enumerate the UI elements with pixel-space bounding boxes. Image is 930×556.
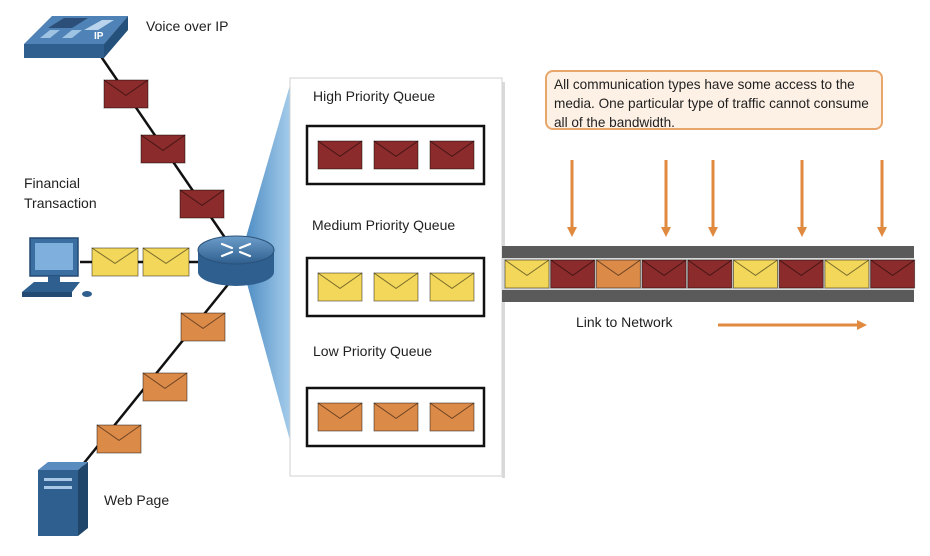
queued-packet [317, 272, 363, 302]
queued-packet [429, 272, 475, 302]
link-packet [687, 259, 733, 289]
source-packets [91, 79, 226, 454]
access-arrows [567, 160, 887, 237]
link-label: Link to Network [576, 314, 673, 330]
medium-queue-label: Medium Priority Queue [312, 217, 456, 233]
high-queue-label: High Priority Queue [313, 88, 436, 104]
queued-packet [429, 140, 475, 170]
financial-packet [91, 247, 139, 277]
server-icon [38, 462, 88, 536]
low-queue-packets [317, 402, 475, 432]
high-queue-box [305, 124, 486, 186]
queued-packet [317, 140, 363, 170]
queued-packet [373, 272, 419, 302]
low-queue-label: Low Priority Queue [313, 343, 433, 359]
web-packet [142, 372, 188, 402]
voip-label: Voice over IP [146, 18, 229, 34]
queued-packet [373, 140, 419, 170]
phone-badge-text: IP [94, 31, 104, 42]
link-packet [550, 259, 596, 289]
high-queue-packets [317, 140, 475, 170]
medium-queue-box [305, 256, 486, 318]
link-packet [641, 259, 687, 289]
web-packet [180, 312, 226, 342]
medium-queue-packets [317, 272, 475, 302]
link-packet [504, 259, 550, 289]
router-icon [197, 235, 275, 286]
voip-packet [140, 134, 186, 164]
web-label: Web Page [104, 492, 170, 508]
link-packet [595, 259, 641, 289]
voip-packet [103, 79, 149, 109]
ip-phone-icon: IP [24, 16, 128, 58]
voip-packet [179, 189, 225, 219]
low-queue-box [305, 386, 486, 448]
link-packet [870, 259, 916, 289]
web-packet [96, 424, 142, 454]
financial-label: Financial Transaction [24, 175, 97, 211]
desktop-computer-icon [22, 237, 92, 297]
link-packet [824, 259, 870, 289]
queued-packet [429, 402, 475, 432]
link-packet [733, 259, 778, 289]
link-packet [778, 259, 824, 289]
queued-packet [317, 402, 363, 432]
queued-packet [373, 402, 419, 432]
callout-note: All communication types have some access… [545, 70, 883, 130]
financial-packet [142, 247, 190, 277]
link-packets [504, 259, 916, 289]
